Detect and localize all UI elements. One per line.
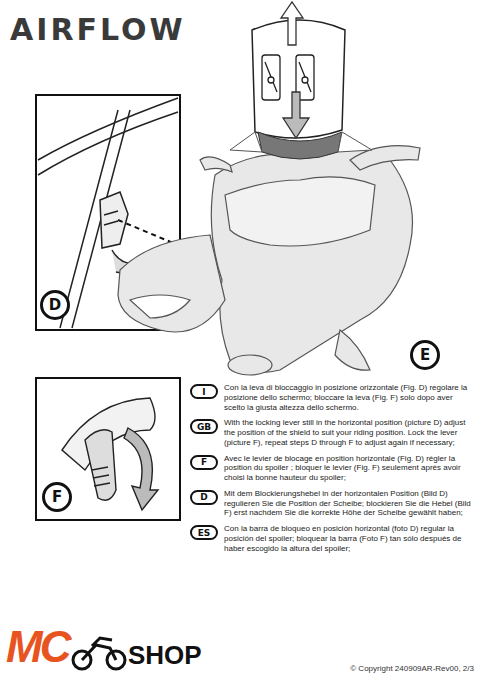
language-code: ES [198,528,211,538]
language-code: I [202,387,205,397]
language-code: GB [197,422,211,432]
shop-logo: SHOP [128,640,202,671]
language-badge: D [190,490,218,505]
language-code: F [201,457,207,467]
shop-logo: MC [6,622,68,672]
language-badge: GB [190,419,218,434]
figure-letter-circle: F [42,482,72,512]
instruction-text: Con la leva di bloccaggio in posizione o… [224,383,474,412]
figure-letter: D [49,296,61,314]
instruction-text: Avec le levier de blocage en position ho… [224,454,474,483]
figure-letter-circle: D [40,290,70,320]
language-badge: F [190,455,218,470]
instruction-text: With the locking lever still in the hori… [224,418,474,447]
figure-letter-circle: E [410,340,440,370]
language-code: D [200,492,207,502]
figure-letter: E [420,346,430,364]
copyright-note: © Copyright 240909AR-Rev00, 2/3 [350,664,474,673]
brand-logo: AIRFLOW [10,12,186,47]
language-badge: ES [190,525,218,540]
instruction-text: Mit dem Blockierungshebel in der horizon… [224,489,474,518]
instruction-text: Con la barra de bloqueo en posición hori… [224,524,474,553]
figure-letter: F [52,488,62,506]
language-badge: I [190,384,218,399]
